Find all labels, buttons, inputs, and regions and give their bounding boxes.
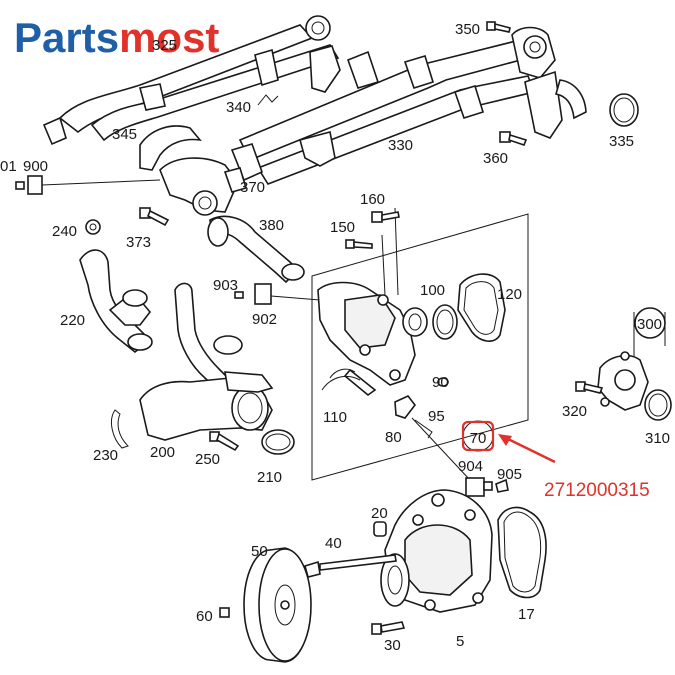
hose-200 (139, 282, 274, 441)
seal-ring-210 (261, 429, 295, 455)
thermostat-housing-group (311, 207, 529, 481)
callout-300: 300 (637, 316, 662, 333)
callout-220: 220 (60, 312, 85, 329)
callout-340: 340 (226, 99, 251, 116)
highlight-70[interactable]: 70 (461, 420, 495, 452)
highlight-arrow (498, 434, 556, 464)
clip-230-icon (111, 409, 129, 449)
brand-part2: most (119, 14, 219, 61)
callout-380: 380 (259, 217, 284, 234)
callout-60: 60 (196, 608, 213, 625)
callout-905: 905 (497, 466, 522, 483)
svg-text:Partsmost: Partsmost (14, 14, 219, 61)
thermostat-300 (597, 307, 666, 411)
callout-40: 40 (325, 535, 342, 552)
callout-80: 80 (385, 429, 402, 446)
gasket-17 (497, 506, 547, 599)
callout-95: 95 (428, 408, 445, 425)
callout-904: 904 (458, 458, 483, 475)
callout-01: 01 (0, 158, 17, 175)
callout-370: 370 (240, 179, 265, 196)
callout-330: 330 (388, 137, 413, 154)
sensor-902-icon (234, 283, 321, 305)
bolt-250-icon (209, 431, 240, 452)
callout-310: 310 (645, 430, 670, 447)
water-pump-5 (380, 489, 493, 613)
callout-20: 20 (371, 505, 388, 522)
bolt-373-icon (139, 207, 170, 227)
callout-70: 70 (470, 430, 487, 447)
callout-17: 17 (518, 606, 535, 623)
pulley-50 (243, 547, 312, 663)
gasket-120 (457, 273, 506, 342)
seal-ring-335 (609, 93, 639, 127)
callout-902: 902 (252, 311, 277, 328)
callout-325: 325 (152, 37, 177, 54)
sensor-904-icon (465, 477, 509, 497)
callout-5: 5 (456, 633, 464, 650)
bolt-150-icon (345, 239, 373, 249)
callout-labels: 325 350 340 345 330 335 360 01 900 370 1… (0, 21, 670, 654)
callout-110: 110 (323, 409, 347, 426)
bolt-30-icon (371, 621, 406, 635)
hose-380 (207, 215, 305, 284)
callout-30: 30 (384, 637, 401, 654)
hose-220 (79, 249, 153, 354)
sensor-900-icon (15, 175, 161, 195)
callout-345: 345 (112, 126, 137, 143)
callout-373: 373 (126, 234, 151, 251)
callout-90: 90 (432, 374, 449, 391)
clamp-240-icon (85, 219, 101, 235)
clip-340-icon (257, 94, 279, 106)
bolt-320-icon (575, 381, 604, 394)
callout-240: 240 (52, 223, 77, 240)
callout-320: 320 (562, 403, 587, 420)
brand-part1: Parts (14, 14, 119, 61)
bolt-360-icon (499, 131, 528, 146)
callout-900: 900 (23, 158, 48, 175)
callout-230: 230 (93, 447, 118, 464)
callout-120: 120 (497, 286, 522, 303)
callout-360: 360 (483, 150, 508, 167)
highlight-part-number: 2712000315 (544, 480, 650, 501)
bolt-350-icon (486, 21, 511, 33)
callout-50: 50 (251, 543, 268, 560)
callout-150: 150 (330, 219, 355, 236)
bolt-60-icon (219, 607, 230, 618)
callout-903: 903 (213, 277, 238, 294)
dowel-20-icon (373, 521, 387, 537)
brand-logo: Partsmost (14, 14, 219, 61)
callout-250: 250 (195, 451, 220, 468)
callout-100: 100 (420, 282, 445, 299)
upper-coolant-pipes (42, 15, 587, 216)
callout-200: 200 (150, 444, 175, 461)
seal-ring-310 (644, 389, 672, 421)
callout-210: 210 (257, 469, 282, 486)
bolt-160-icon (371, 211, 400, 223)
washer-90-icon (437, 377, 449, 387)
seal-ring-100 (432, 304, 458, 340)
callout-160: 160 (360, 191, 385, 208)
callout-350: 350 (455, 21, 480, 38)
sensor-80-95 (394, 395, 471, 481)
callout-335: 335 (609, 133, 634, 150)
bolt-40-icon (304, 554, 397, 578)
